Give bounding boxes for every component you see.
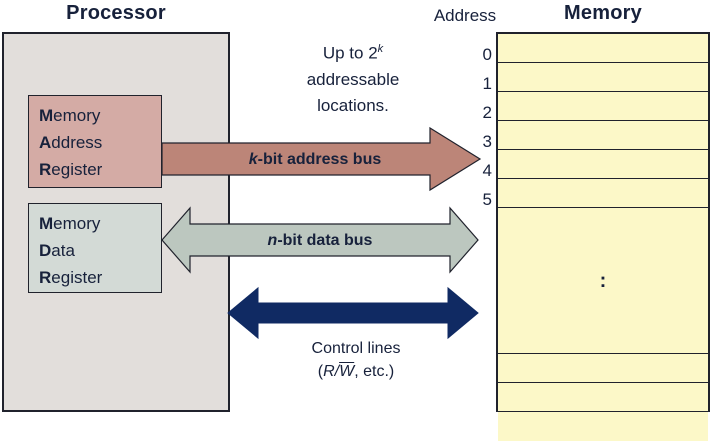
address-label: 0 <box>482 45 492 64</box>
memory-cell-ellipsis[interactable]: : <box>498 208 708 354</box>
memory-cell[interactable] <box>498 354 708 383</box>
address-label: 2 <box>482 103 492 122</box>
memory-title: Memory <box>564 2 642 24</box>
data-bus-arrow[interactable] <box>161 206 479 274</box>
memory-data-register-box[interactable]: Memory Data Register <box>28 203 162 293</box>
bus-arrows-layer <box>161 126 482 340</box>
memory-cell[interactable] <box>498 92 708 121</box>
control-caption-line-1: Control lines <box>311 340 401 357</box>
memory-cell[interactable] <box>498 63 708 92</box>
address-label: 1 <box>482 74 492 93</box>
mdr-line-2: Data <box>39 241 75 260</box>
mar-line-3: Register <box>39 160 103 179</box>
memory-cell[interactable] <box>498 179 708 208</box>
address-label: 4 <box>482 161 492 180</box>
note-line-1: Up to 2k <box>322 43 384 63</box>
mdr-line-1: Memory <box>39 214 101 233</box>
address-index-column: 0 1 2 3 4 5 <box>466 40 492 214</box>
control-caption-line-2: (R/W, etc.) <box>317 363 395 380</box>
memory-address-register-box[interactable]: Memory Address Register <box>28 95 162 188</box>
address-column-title: Address <box>433 6 497 25</box>
memory-cell[interactable] <box>498 383 708 412</box>
control-lines-arrow[interactable] <box>227 286 479 340</box>
address-bus-label: k-bit address bus <box>248 151 382 168</box>
mar-line-1: Memory <box>39 106 101 125</box>
memory-cell[interactable] <box>498 412 708 441</box>
note-line-3: locations. <box>317 95 389 115</box>
control-lines-caption: Control lines (R/W, etc.) <box>256 337 456 383</box>
mdr-line-3: Register <box>39 268 103 287</box>
data-bus-label: n-bit data bus <box>267 232 373 249</box>
memory-table: : <box>496 32 710 441</box>
memory-cell[interactable] <box>498 34 708 63</box>
vertical-ellipsis-icon: : <box>599 269 607 292</box>
address-bus-arrow[interactable] <box>161 126 482 192</box>
processor-title: Processor <box>66 2 166 24</box>
note-line-2: addressable <box>306 69 400 89</box>
address-label: 5 <box>482 190 492 209</box>
mar-line-2: Address <box>39 133 103 152</box>
memory-cell[interactable] <box>498 121 708 150</box>
memory-processor-diagram: Processor Address Memory Memory Address … <box>2 2 710 441</box>
address-label: 3 <box>482 132 492 151</box>
addressable-locations-note: Up to 2k addressable locations. <box>258 36 448 119</box>
memory-cell[interactable] <box>498 150 708 179</box>
